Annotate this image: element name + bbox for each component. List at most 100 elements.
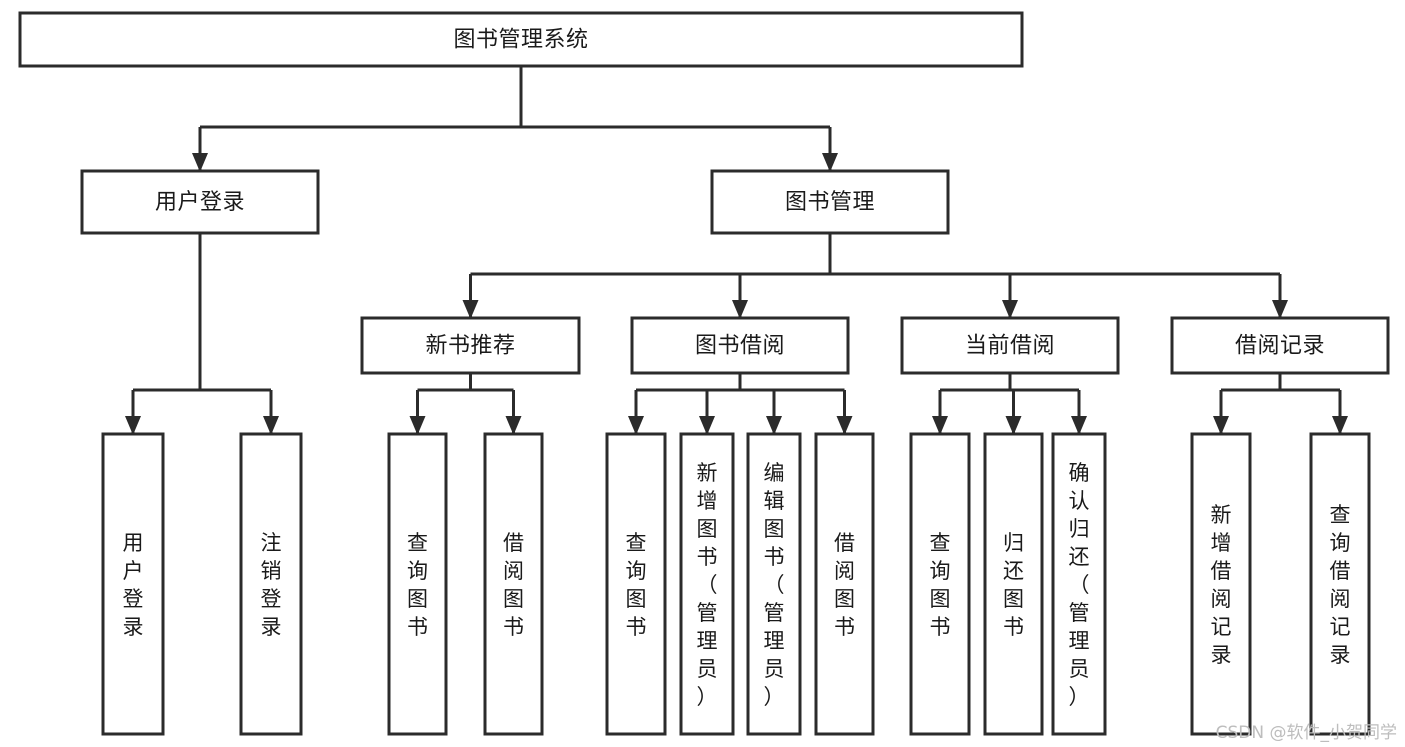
- node-label-char: 录: [123, 615, 144, 639]
- node-图书管理[interactable]: 图书管理: [710, 169, 950, 235]
- node-图书借阅[interactable]: 图书借阅: [630, 316, 850, 375]
- node-label: 图书借阅: [695, 334, 785, 359]
- arrow-head-icon: [1213, 416, 1229, 435]
- connectors-layer: [125, 66, 1348, 435]
- node-label-char: 书: [764, 545, 785, 569]
- nodes-layer: 图书管理系统用户登录用户登录注销登录图书管理新书推荐查询图书借阅图书图书借阅查询…: [18, 11, 1390, 736]
- node-label: 新书推荐: [425, 334, 515, 359]
- node-box[interactable]: [679, 432, 735, 736]
- arrow-head-icon: [192, 153, 208, 172]
- node-box[interactable]: [387, 432, 448, 736]
- arrow-head-icon: [125, 416, 141, 435]
- node-label-char: 记: [1211, 615, 1232, 639]
- node-label-char: 阅: [503, 559, 524, 583]
- node-label-char: 管: [764, 601, 785, 625]
- node-label-char: 阅: [834, 559, 855, 583]
- node-label-char: 查: [1330, 503, 1351, 527]
- node-box[interactable]: [710, 169, 950, 235]
- node-用户登录[interactable]: 用户登录: [101, 432, 165, 736]
- arrow-head-icon: [628, 416, 644, 435]
- node-label-char: 书: [834, 615, 855, 639]
- node-box[interactable]: [101, 432, 165, 736]
- node-当前借阅[interactable]: 当前借阅: [900, 316, 1120, 375]
- node-label-char: 还: [1069, 545, 1090, 569]
- node-box[interactable]: [80, 169, 320, 235]
- node-label-char: 查: [930, 531, 951, 555]
- node-box[interactable]: [1309, 432, 1371, 736]
- arrow-head-icon: [699, 416, 715, 435]
- node-label-char: 图: [407, 587, 428, 611]
- node-box[interactable]: [746, 432, 802, 736]
- node-借阅记录[interactable]: 借阅记录: [1170, 316, 1390, 375]
- node-box[interactable]: [1170, 316, 1390, 375]
- node-label-char: 编: [764, 461, 785, 485]
- node-label-char: 认: [1069, 489, 1090, 513]
- node-label-char: 辑: [764, 489, 785, 513]
- node-label-char: 归: [1003, 531, 1024, 555]
- node-label-char: 登: [261, 587, 282, 611]
- node-label-char: 录: [261, 615, 282, 639]
- node-label-char: 借: [834, 531, 855, 555]
- node-label: 借阅记录: [1235, 334, 1325, 359]
- node-box[interactable]: [983, 432, 1044, 736]
- node-box[interactable]: [630, 316, 850, 375]
- node-label-char: 新: [1211, 503, 1232, 527]
- node-label-char: 书: [930, 615, 951, 639]
- arrow-head-icon: [462, 300, 479, 319]
- node-label-char: 阅: [1330, 587, 1351, 611]
- node-label-char: ）: [764, 685, 785, 709]
- node-box[interactable]: [909, 432, 971, 736]
- arrow-head-icon: [263, 416, 279, 435]
- node-label-char: 员: [764, 657, 785, 681]
- node-用户登录[interactable]: 用户登录: [80, 169, 320, 235]
- arrow-head-icon: [505, 416, 522, 435]
- node-label-char: 员: [1069, 657, 1090, 681]
- node-box[interactable]: [814, 432, 875, 736]
- node-box[interactable]: [900, 316, 1120, 375]
- node-box[interactable]: [483, 432, 544, 736]
- node-新书推荐[interactable]: 新书推荐: [360, 316, 581, 375]
- node-box[interactable]: [1051, 432, 1107, 736]
- node-label-char: 查: [626, 531, 647, 555]
- node-box[interactable]: [360, 316, 581, 375]
- node-label: 当前借阅: [965, 334, 1055, 359]
- node-label-char: 图: [1003, 587, 1024, 611]
- node-label-char: 书: [1003, 615, 1024, 639]
- node-box[interactable]: [605, 432, 667, 736]
- arrow-head-icon: [1005, 416, 1022, 435]
- node-box[interactable]: [18, 11, 1024, 68]
- node-label-char: 图: [697, 517, 718, 541]
- node-label-char: 管: [1069, 601, 1090, 625]
- node-label-char: 询: [626, 559, 647, 583]
- node-label: 图书管理系统: [453, 28, 588, 53]
- node-label-char: （: [697, 573, 718, 597]
- node-label-char: 记: [1330, 615, 1351, 639]
- node-label-char: 增: [1211, 531, 1232, 555]
- node-label-char: 借: [1330, 559, 1351, 583]
- node-label-char: 确: [1069, 461, 1090, 485]
- node-图书管理系统[interactable]: 图书管理系统: [18, 11, 1024, 68]
- node-label-char: 员: [697, 657, 718, 681]
- node-label-char: 注: [261, 531, 282, 555]
- node-label-char: 归: [1069, 517, 1090, 541]
- node-label-char: ）: [1069, 685, 1090, 709]
- arrow-head-icon: [766, 416, 782, 435]
- node-box[interactable]: [1190, 432, 1252, 736]
- node-label-char: 图: [930, 587, 951, 611]
- node-box[interactable]: [239, 432, 303, 736]
- node-label-char: 管: [697, 601, 718, 625]
- node-label-char: （: [1069, 573, 1090, 597]
- node-label-char: 用: [123, 531, 144, 555]
